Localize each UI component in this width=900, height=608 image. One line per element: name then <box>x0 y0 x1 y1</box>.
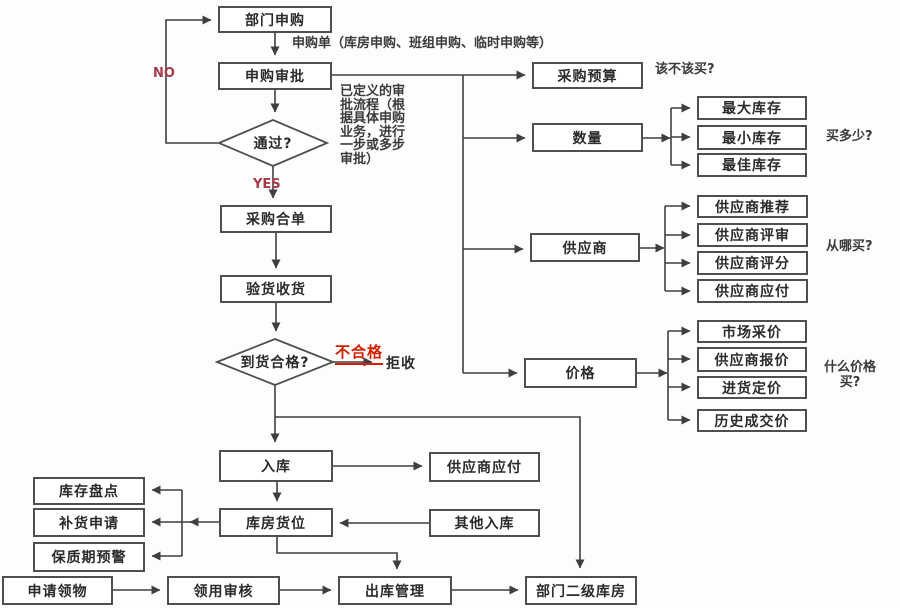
node-supplier-payable: 供应商应付 <box>697 279 808 303</box>
decision-arrival-label: 到货合格? <box>240 355 310 371</box>
node-shelf-life-alert: 保质期预警 <box>33 542 145 572</box>
node-warehouse-location: 库房货位 <box>219 508 333 537</box>
node-supplier-recommend: 供应商推荐 <box>697 195 808 218</box>
edge-label-yes: YES <box>253 177 281 192</box>
note-purchase-types: 申购单（库房申购、班组申购、临时申购等） <box>292 36 553 51</box>
node-purchase-pricing: 进货定价 <box>697 376 807 399</box>
node-history-price: 历史成交价 <box>697 409 807 432</box>
node-inspect-receive: 验货收货 <box>220 275 332 303</box>
edge-label-reject: 拒收 <box>386 356 416 372</box>
question-supplier: 从哪买? <box>826 239 873 254</box>
decision-arrival-shape <box>214 338 336 386</box>
node-request-items: 申请领物 <box>2 576 113 605</box>
node-supplier-review: 供应商评审 <box>697 223 808 247</box>
question-quantity: 买多少? <box>826 129 873 144</box>
node-warehouse-in: 入库 <box>219 450 333 482</box>
node-supplier-quote: 供应商报价 <box>697 347 807 372</box>
node-supplier-payable-in: 供应商应付 <box>429 452 540 482</box>
connector-arrival-to-subwarehouse <box>275 416 585 569</box>
question-budget: 该不该买? <box>655 62 715 77</box>
node-quantity: 数量 <box>532 123 643 152</box>
node-dept-request: 部门申购 <box>218 6 332 33</box>
node-max-stock: 最大库存 <box>697 96 807 120</box>
node-use-approval: 领用审核 <box>167 576 280 605</box>
node-other-inbound: 其他入库 <box>429 509 540 537</box>
node-dept-sub-warehouse: 部门二级库房 <box>525 576 637 605</box>
node-price: 价格 <box>524 358 637 388</box>
node-supplier-score: 供应商评分 <box>697 251 808 275</box>
note-approval-process: 已定义的审 批流程（根 据具体申购 业务，进行 一步或多步 审批） <box>340 84 406 167</box>
edge-label-no: NO <box>153 66 175 81</box>
node-market-price: 市场采价 <box>697 320 807 343</box>
node-best-stock: 最佳库存 <box>697 153 807 177</box>
node-purchase-budget: 采购预算 <box>532 62 643 89</box>
node-purchase-order: 采购合单 <box>220 205 332 233</box>
connector-location-to-outbound <box>276 537 402 570</box>
node-supplier: 供应商 <box>530 233 640 262</box>
node-min-stock: 最小库存 <box>697 125 807 150</box>
node-inventory-check: 库存盘点 <box>33 477 145 505</box>
node-request-approval: 申购审批 <box>218 62 332 90</box>
decision-pass-label: 通过? <box>253 136 293 152</box>
decision-pass-shape <box>216 119 330 167</box>
node-replenish-request: 补货申请 <box>33 508 145 537</box>
question-price: 什么价格 买? <box>823 360 876 390</box>
edge-label-fail: 不合格 <box>335 341 384 365</box>
connector-no-loop <box>165 15 219 144</box>
node-outbound-mgmt: 出库管理 <box>338 576 452 605</box>
